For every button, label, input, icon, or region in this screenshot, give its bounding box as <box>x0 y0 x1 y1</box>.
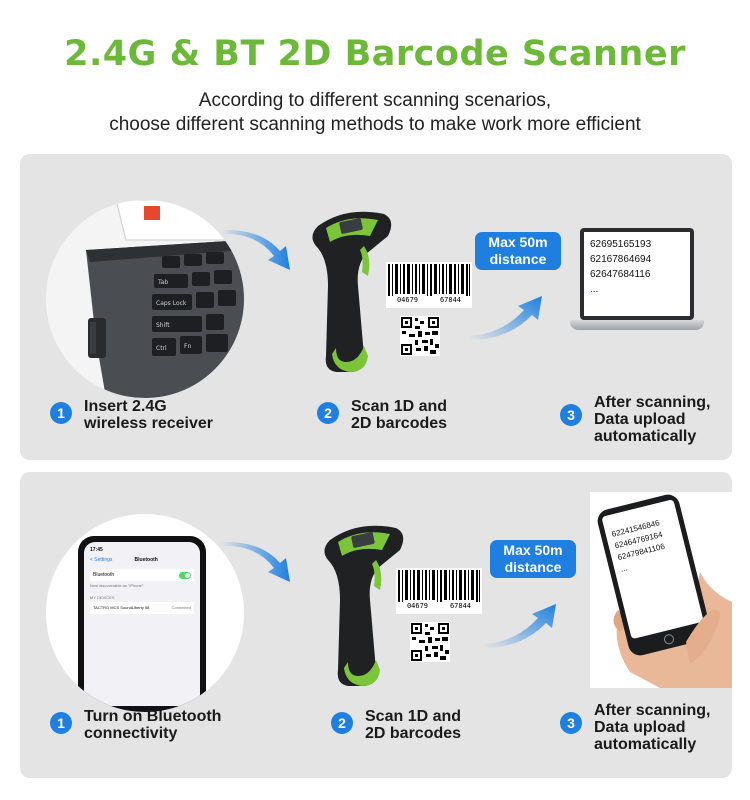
laptop-base <box>570 320 704 330</box>
arrow-right-icon <box>220 541 290 582</box>
laptop-display: 62695165193 62167864694 62647684116 ... <box>570 228 704 336</box>
settings-header: Bluetooth <box>134 557 158 563</box>
step-text-line2: wireless receiver <box>84 415 213 432</box>
step-text-line2: Data upload <box>594 719 686 736</box>
key-label-ctrl: Ctrl <box>156 345 167 352</box>
settings-back-link[interactable]: < Settings <box>90 557 113 563</box>
arrow-right-icon <box>220 229 290 270</box>
step-number: 1 <box>50 712 72 734</box>
step-text-line3: automatically <box>594 736 697 753</box>
screen-code-4: ... <box>590 284 599 295</box>
step-number: 2 <box>331 712 353 734</box>
subtitle-line-1: According to different scanning scenario… <box>198 90 552 111</box>
qr-code-icon <box>410 622 450 662</box>
step-text-line2: connectivity <box>84 725 178 742</box>
step-text-line2: 2D barcodes <box>365 725 462 742</box>
bluetooth-row-label: Bluetooth <box>93 572 115 578</box>
step-text-line1: Insert 2.4G <box>84 398 167 415</box>
barcode-bars <box>398 570 480 602</box>
qr-code-icon <box>400 316 440 356</box>
bluetooth-note: Now discoverable as "iPhone". <box>90 583 145 588</box>
step-text-line1: Turn on Bluetooth <box>84 708 222 725</box>
devices-section: MY DEVICES <box>90 595 115 600</box>
screen-code-3: 62647684116 <box>590 269 651 280</box>
barcode-digits-left: 04679 <box>396 296 419 304</box>
key-label-caps: Caps Lock <box>156 300 187 307</box>
sticker-icon <box>144 206 160 220</box>
distance-badge: Max 50m distance <box>490 540 576 578</box>
barcode-digits-right: 67844 <box>439 296 462 304</box>
step-text-line2: 2D barcodes <box>351 415 448 432</box>
step-number: 2 <box>317 402 339 424</box>
bluetooth-phone-photo: 17:45 < Settings Bluetooth Bluetooth Now… <box>46 514 244 712</box>
receiver-photo: Tab Caps Lock Shift Ctrl Fn <box>46 200 244 398</box>
phone-settings-screen: 17:45 < Settings Bluetooth Bluetooth Now… <box>84 542 200 706</box>
barcode-scanner-device <box>312 211 392 372</box>
badge-line-1: Max 50m <box>503 542 563 558</box>
key-label-shift: Shift <box>156 322 170 329</box>
key-label-tab: Tab <box>157 279 168 286</box>
badge-line-1: Max 50m <box>488 234 548 250</box>
device-status: Connected <box>171 605 191 610</box>
step-text-line1: After scanning, <box>594 394 711 411</box>
step-number: 3 <box>560 404 582 426</box>
device-name[interactable]: TACTRO MCS SoundLiberty 58 <box>93 605 150 610</box>
badge-line-2: distance <box>504 559 562 575</box>
barcode-digits-left: 04679 <box>406 602 429 610</box>
subtitle-line-2: choose different scanning methods to mak… <box>109 114 641 135</box>
arrow-up-right-icon <box>484 604 556 648</box>
badge-line-2: distance <box>489 251 547 267</box>
bluetooth-toggle[interactable] <box>179 571 191 579</box>
screen-code-1: 62695165193 <box>590 239 652 250</box>
distance-badge: Max 50m distance <box>475 232 561 270</box>
phone-in-hand-photo: 62241546846 62464769164 62479841106 ... <box>590 492 732 688</box>
step-text-line1: Scan 1D and <box>365 708 462 725</box>
barcode-1d: 04679 67844 <box>396 568 482 614</box>
step-text-line1: Scan 1D and <box>351 398 448 415</box>
panel-bluetooth: 17:45 < Settings Bluetooth Bluetooth Now… <box>20 472 732 778</box>
phone-time: 17:45 <box>90 547 103 553</box>
step-text-line3: automatically <box>594 428 697 445</box>
step-text-line1: After scanning, <box>594 702 711 719</box>
screen-code-2: 62167864694 <box>590 254 652 265</box>
barcode-digits-right: 67844 <box>449 602 472 610</box>
barcode-bars <box>388 264 470 296</box>
step-number: 1 <box>50 402 72 424</box>
laptop-keyboard-illustration: Tab Caps Lock Shift Ctrl Fn <box>46 200 244 398</box>
key-label-fn: Fn <box>184 343 191 350</box>
barcode-scanner-device <box>324 525 404 686</box>
arrow-up-right-icon <box>470 296 542 340</box>
panel-wireless-receiver: Tab Caps Lock Shift Ctrl Fn <box>20 154 732 460</box>
thumb-icon <box>686 609 720 664</box>
page-title: 2.4G & BT 2D Barcode Scanner <box>64 34 686 74</box>
laptop-screen: 62695165193 62167864694 62647684116 ... <box>584 232 690 316</box>
step-number: 3 <box>560 712 582 734</box>
phone-frame: 17:45 < Settings Bluetooth Bluetooth Now… <box>78 536 206 712</box>
step-text-line2: Data upload <box>594 411 686 428</box>
barcode-1d: 04679 67844 <box>386 262 472 308</box>
